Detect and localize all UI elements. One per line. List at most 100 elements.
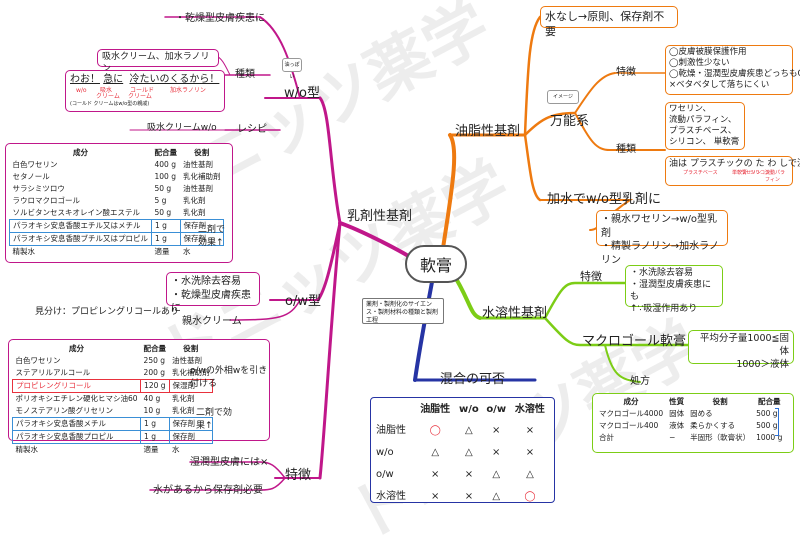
- ow-note-outer: o/wの外相wを引き付ける: [190, 366, 268, 389]
- table-cell: 半固形（軟膏状）: [690, 432, 751, 442]
- branch-ow-recipe: [229, 299, 301, 321]
- table-cell: ◯: [429, 425, 441, 437]
- table-cell: −: [669, 432, 676, 442]
- emulsion-title: 乳剤性基剤: [347, 209, 413, 224]
- ow-table-note: 二剤で効果↑: [196, 408, 233, 431]
- table-cell: 水: [172, 444, 180, 454]
- table-cell: 白色ワセリン: [12, 159, 58, 169]
- oil-kinds: ワセリン、 流動パラフィン、 プラスチベース、 シリコン、 単軟膏: [665, 102, 745, 150]
- table-cell: マクロゴール400: [599, 420, 659, 430]
- table-cell: モノステアリン酸グリセリン: [15, 405, 114, 415]
- oil-mnem-sub: 流動パラフィン: [765, 170, 786, 183]
- table-cell: △: [465, 425, 473, 437]
- branch-oil-universal: [523, 111, 577, 137]
- table-cell: マクロゴール4000: [599, 408, 664, 418]
- ow-feature: ・乾燥型皮膚疾患に: [171, 289, 251, 315]
- oil-kind: プラスチベース、: [669, 126, 737, 137]
- ow-feature: ・水洗除去容易: [171, 276, 241, 287]
- oil-mnemonic: 油は プラスチックの た わ しで流せ プラスチベース 単軟膏 ワセリン シリコ…: [665, 156, 800, 186]
- table-cell: 5 g: [154, 195, 167, 205]
- emulsion-wet: 湿潤型皮膚には×: [190, 457, 269, 468]
- table-cell: 保存剤: [168, 430, 214, 444]
- water-features: ・水洗除去容易 ・湿潤型皮膚疾患にも ↑∵吸湿作用あり: [625, 265, 723, 314]
- wo-tag: 油っぽい: [282, 58, 302, 80]
- table-row: 精製水適量水: [10, 246, 224, 259]
- mnem-2: 急に: [103, 74, 124, 85]
- col-header: 配合量: [143, 343, 167, 353]
- water-mw-line: 平均分子量1000≦固体: [699, 333, 789, 357]
- table-cell: 精製水: [12, 246, 36, 256]
- branch-oil-addwater: [523, 133, 542, 202]
- mnem-sub-3: コールド: [130, 86, 155, 94]
- table-cell: ◯: [524, 491, 536, 503]
- table-cell: 油性基剤: [183, 159, 213, 169]
- water-recipe-label: 処方: [630, 376, 650, 387]
- mix-col-header: [375, 400, 415, 420]
- table-cell: 40 g: [143, 393, 161, 403]
- col-header: 成分: [73, 147, 88, 157]
- table-cell: 保存剤: [179, 232, 224, 246]
- oil-add-list: ・親水ワセリン→w/o型乳剤 ・精製ラノリン→加水ラノリン: [596, 210, 728, 266]
- table-cell: 適量: [143, 444, 159, 454]
- center-note: 薬剤・製剤化のサイエンス・製剤材料の種類と製剤工程: [362, 298, 444, 324]
- table-row: w/o△△××: [375, 442, 550, 464]
- table-cell: 白色ワセリン: [15, 355, 61, 365]
- wo-dry: ・乾燥型皮膚疾患に: [175, 13, 265, 24]
- table-row: 水溶性××△◯: [375, 486, 550, 508]
- table-cell: ×: [430, 469, 440, 481]
- table-cell: 水: [183, 246, 191, 256]
- table-cell: ラウロマクロゴール: [12, 195, 81, 205]
- table-cell: o/w: [376, 469, 394, 481]
- water-macrogol: マクロゴール軟膏: [582, 334, 687, 349]
- wo-recipe-name: 吸水クリームw/o: [147, 123, 217, 133]
- water-mw-line: 1000＞液体: [736, 358, 789, 370]
- mnem-note: (コールド クリームはw/o型の親戚): [70, 100, 150, 107]
- col-header: 成分: [623, 396, 639, 406]
- oil-feature: ×ベタベタして落ちにくい: [669, 80, 770, 91]
- ow-features: ・水洗除去容易 ・乾燥型皮膚疾患に: [166, 272, 260, 314]
- oil-kind: シリコン、 単軟膏: [669, 137, 740, 148]
- table-cell: 保湿剤: [168, 379, 214, 393]
- table-cell: 乳化剤: [183, 207, 206, 217]
- table-cell: 1 g: [151, 232, 181, 246]
- table-cell: 柔らかくする: [690, 420, 736, 430]
- oil-mnemonic-line: 油は プラスチックの た わ しで流せ: [669, 159, 800, 169]
- table-cell: 固体: [669, 408, 685, 418]
- oil-kinds-label: 種類: [616, 144, 636, 155]
- table-cell: 250 g: [143, 355, 166, 365]
- oil-feature: ◯乾燥・湿潤型皮膚疾患どっちもOK: [669, 69, 800, 80]
- branch-oil: [440, 133, 457, 257]
- table-row: 油脂性◯△××: [375, 420, 550, 442]
- table-cell: 1 g: [151, 219, 181, 233]
- oil-kind: ワセリン、: [669, 104, 711, 114]
- table-cell: 乳化補助剤: [172, 367, 210, 377]
- bracket-icon: [775, 408, 779, 436]
- branch-ow: [316, 221, 342, 302]
- table-cell: パラオキシ安息香酸メチル: [11, 417, 142, 431]
- branch-water-macrogol: [543, 316, 692, 347]
- table-cell: 500 g: [756, 408, 778, 418]
- table-cell: △: [431, 447, 440, 459]
- table-cell: 200 g: [143, 367, 166, 377]
- branch-mix: [413, 280, 434, 382]
- table-cell: パラオキシ安息香酸ブチル又はプロピル: [9, 232, 152, 246]
- branch-wo-dry: [259, 16, 301, 99]
- mix-col-header: w/o: [459, 404, 479, 416]
- table-cell: ポリオキシエチレン硬化ヒマシ油60: [15, 393, 138, 403]
- col-header: 配合量: [154, 147, 178, 157]
- table-cell: 油脂性: [376, 425, 406, 437]
- table-cell: △: [526, 469, 534, 481]
- table-cell: 1 g: [140, 430, 170, 444]
- mnem-sub-1: w/o: [76, 86, 87, 94]
- table-cell: ステアリルアルコール: [15, 367, 91, 377]
- table-cell: ×: [525, 447, 535, 459]
